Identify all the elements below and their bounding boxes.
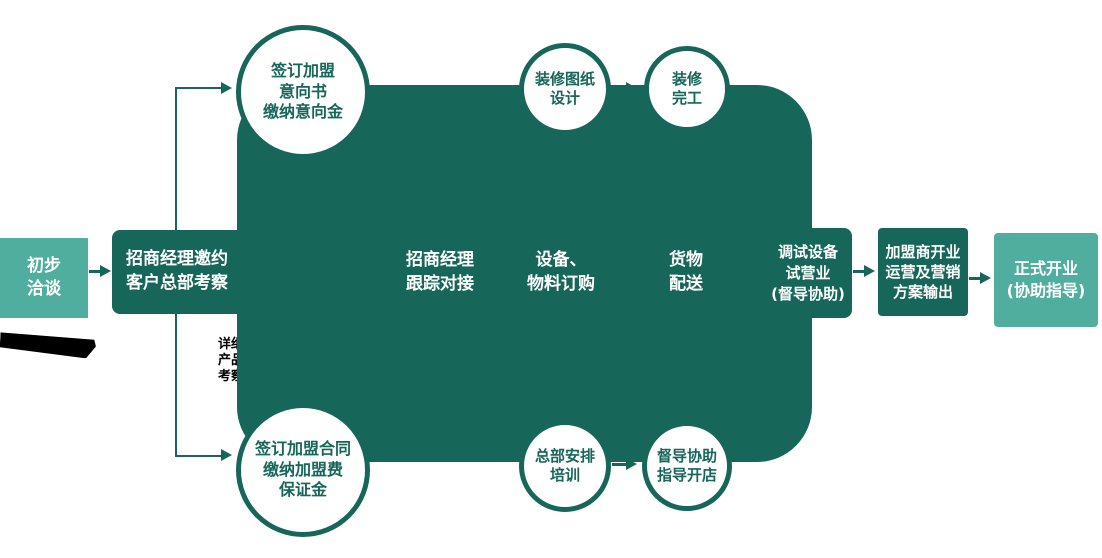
node-text: 运营及营销 — [885, 262, 961, 281]
arrow-training-to-guide — [612, 463, 628, 466]
circle-text: 装修 — [671, 69, 702, 88]
arrowhead-trial-to-operation-icon — [864, 265, 875, 277]
node-text: (督导协助) — [771, 284, 845, 303]
circle-text: 完工 — [671, 89, 702, 107]
node-text: 招商经理邀约 — [126, 249, 228, 270]
node-text: (协助指导) — [1006, 281, 1086, 300]
node-text: 加盟商开业 — [885, 242, 961, 261]
circle-text: 督导协助 — [656, 446, 717, 465]
arrow-start-to-invite — [89, 270, 102, 273]
node-text: 正式开业 — [1013, 259, 1078, 279]
node-text: 设备、 — [535, 250, 587, 271]
node-trial-operation: 调试设备 试营业 (督导协助) — [760, 228, 856, 318]
arrowhead-start-to-invite-icon — [100, 265, 111, 277]
arrowhead-operation-to-opening-icon — [980, 272, 991, 284]
arrow-trial-to-operation — [853, 270, 866, 273]
node-text: 客户总部考察 — [126, 273, 228, 293]
arrowhead-design-to-done-icon — [626, 82, 637, 94]
circle-supervisor-guide: 督导协助 指导开店 — [642, 421, 732, 511]
node-text: 招商经理 — [406, 250, 474, 271]
connector-invite-to-intent — [175, 87, 225, 233]
trial-tab-shape — [766, 228, 852, 318]
circle-intent-letter: 签订加盟 意向书 缴纳意向金 — [236, 25, 370, 159]
invite-tab-shape — [112, 230, 242, 314]
circle-decoration-design: 装修图纸 设计 — [519, 43, 611, 135]
circle-text: 缴纳意向金 — [262, 102, 343, 122]
node-text: 物料订购 — [527, 274, 595, 294]
node-text: 洽谈 — [27, 279, 61, 299]
ink-stroke-shape — [0, 328, 96, 358]
circle-text: 设计 — [549, 89, 580, 107]
circle-text: 签订加盟合同 — [254, 438, 351, 458]
node-text: 试营业 — [785, 263, 831, 282]
circle-text: 缴纳加盟费 — [262, 459, 343, 479]
connector-invite-to-contract — [175, 313, 225, 457]
circle-text: 装修图纸 — [534, 69, 595, 88]
node-goods-delivery: 货物 配送 — [652, 246, 720, 300]
circle-text: 总部安排 — [534, 446, 595, 465]
arrowhead-to-intent-icon — [221, 82, 232, 94]
node-franchisee-operation: 加盟商开业 运营及营销 方案输出 — [878, 228, 968, 316]
arrowhead-to-contract-icon — [221, 449, 232, 461]
circle-text: 签订加盟 — [270, 60, 335, 80]
circle-decoration-done: 装修 完工 — [644, 46, 730, 132]
arrow-operation-to-opening — [969, 277, 982, 280]
node-initial-negotiation: 初步 洽谈 — [0, 238, 88, 318]
circle-text: 意向书 — [278, 81, 327, 101]
node-text: 调试设备 — [777, 242, 838, 261]
node-equipment-order: 设备、 物料订购 — [515, 246, 607, 300]
node-text: 方案输出 — [892, 283, 953, 302]
circle-text: 保证金 — [278, 480, 327, 500]
node-text: 配送 — [669, 274, 703, 294]
node-manager-track: 招商经理 跟踪对接 — [393, 246, 487, 300]
node-text: 跟踪对接 — [406, 274, 474, 294]
node-manager-invite: 招商经理邀约 客户总部考察 — [112, 230, 242, 314]
arrowhead-training-to-guide-icon — [626, 458, 637, 470]
circle-franchise-contract: 签订加盟合同 缴纳加盟费 保证金 — [236, 403, 370, 537]
arrow-design-to-done — [612, 87, 628, 90]
circle-text: 指导开店 — [656, 466, 717, 484]
node-official-opening: 正式开业 (协助指导) — [994, 233, 1098, 327]
node-text: 货物 — [669, 250, 703, 271]
circle-hq-training: 总部安排 培训 — [519, 420, 611, 512]
node-text: 初步 — [27, 256, 61, 277]
circle-text: 培训 — [549, 466, 580, 484]
